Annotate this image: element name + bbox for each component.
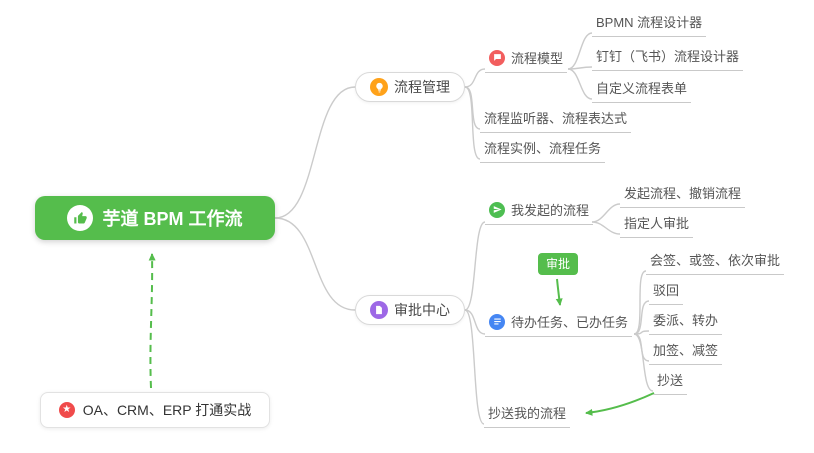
- node-label: 流程模型: [511, 51, 564, 66]
- branch-label: 流程管理: [394, 79, 450, 95]
- leaf-label: 委派、转办: [653, 313, 719, 328]
- node-process-model[interactable]: 流程模型: [485, 48, 568, 73]
- cc-link-arrow: [585, 392, 655, 416]
- leaf-label: BPMN 流程设计器: [596, 15, 703, 30]
- root-label: 芋道 BPM 工作流: [102, 209, 243, 229]
- branch-process-management[interactable]: 流程管理: [355, 72, 465, 102]
- leaf-label: 流程实例、流程任务: [484, 141, 602, 156]
- tree-connectors: [274, 32, 654, 425]
- leaf-countersign[interactable]: 会签、或签、依次审批: [646, 250, 785, 275]
- badge-label: 审批: [546, 257, 571, 271]
- leaf-label: 发起流程、撤销流程: [624, 186, 742, 201]
- leaf-add-remove-sign[interactable]: 加签、减签: [649, 340, 723, 365]
- lightbulb-icon: [370, 78, 388, 96]
- flow-model-icon: [489, 49, 505, 66]
- integration-dashed-arrow: [148, 253, 156, 389]
- send-icon: [489, 201, 505, 218]
- leaf-label: 加签、减签: [653, 343, 719, 358]
- star-icon: ★: [58, 402, 75, 418]
- node-label: 我发起的流程: [511, 203, 590, 218]
- node-oa-crm-erp-integration[interactable]: ★ OA、CRM、ERP 打通实战: [40, 392, 270, 428]
- leaf-label: 流程监听器、流程表达式: [484, 111, 628, 126]
- leaf-cc[interactable]: 抄送: [653, 370, 688, 395]
- root-node[interactable]: 芋道 BPM 工作流: [35, 196, 275, 240]
- approval-flow-arrow: [555, 278, 563, 306]
- document-icon: [370, 301, 388, 319]
- leaf-custom-form[interactable]: 自定义流程表单: [592, 78, 692, 103]
- node-cc-my-flows[interactable]: 抄送我的流程: [484, 403, 571, 428]
- checklist-icon: [489, 313, 505, 330]
- leaf-label: 抄送我的流程: [488, 406, 567, 421]
- footer-label: OA、CRM、ERP 打通实战: [82, 402, 252, 418]
- leaf-label: 自定义流程表单: [596, 81, 688, 96]
- leaf-process-listener[interactable]: 流程监听器、流程表达式: [480, 108, 632, 133]
- leaf-process-instance[interactable]: 流程实例、流程任务: [480, 138, 606, 163]
- node-my-initiated-flows[interactable]: 我发起的流程: [485, 200, 594, 225]
- leaf-label: 抄送: [657, 373, 684, 388]
- leaf-assigned-approver[interactable]: 指定人审批: [620, 213, 694, 238]
- leaf-label: 钉钉（飞书）流程设计器: [596, 49, 740, 64]
- leaf-label: 驳回: [653, 283, 680, 298]
- approval-badge[interactable]: 审批: [538, 253, 579, 276]
- leaf-delegate-transfer[interactable]: 委派、转办: [649, 310, 723, 335]
- branch-label: 审批中心: [394, 302, 450, 318]
- branch-approval-center[interactable]: 审批中心: [355, 295, 465, 325]
- leaf-bpmn-designer[interactable]: BPMN 流程设计器: [592, 12, 707, 37]
- leaf-dingtalk-designer[interactable]: 钉钉（飞书）流程设计器: [592, 46, 744, 71]
- leaf-initiate-cancel-flow[interactable]: 发起流程、撤销流程: [620, 183, 746, 208]
- leaf-reject[interactable]: 驳回: [649, 280, 684, 305]
- leaf-label: 会签、或签、依次审批: [650, 253, 781, 268]
- node-label: 待办任务、已办任务: [511, 315, 629, 330]
- thumbs-up-icon: [67, 205, 94, 231]
- leaf-label: 指定人审批: [624, 216, 690, 231]
- node-todo-done-tasks[interactable]: 待办任务、已办任务: [485, 312, 633, 337]
